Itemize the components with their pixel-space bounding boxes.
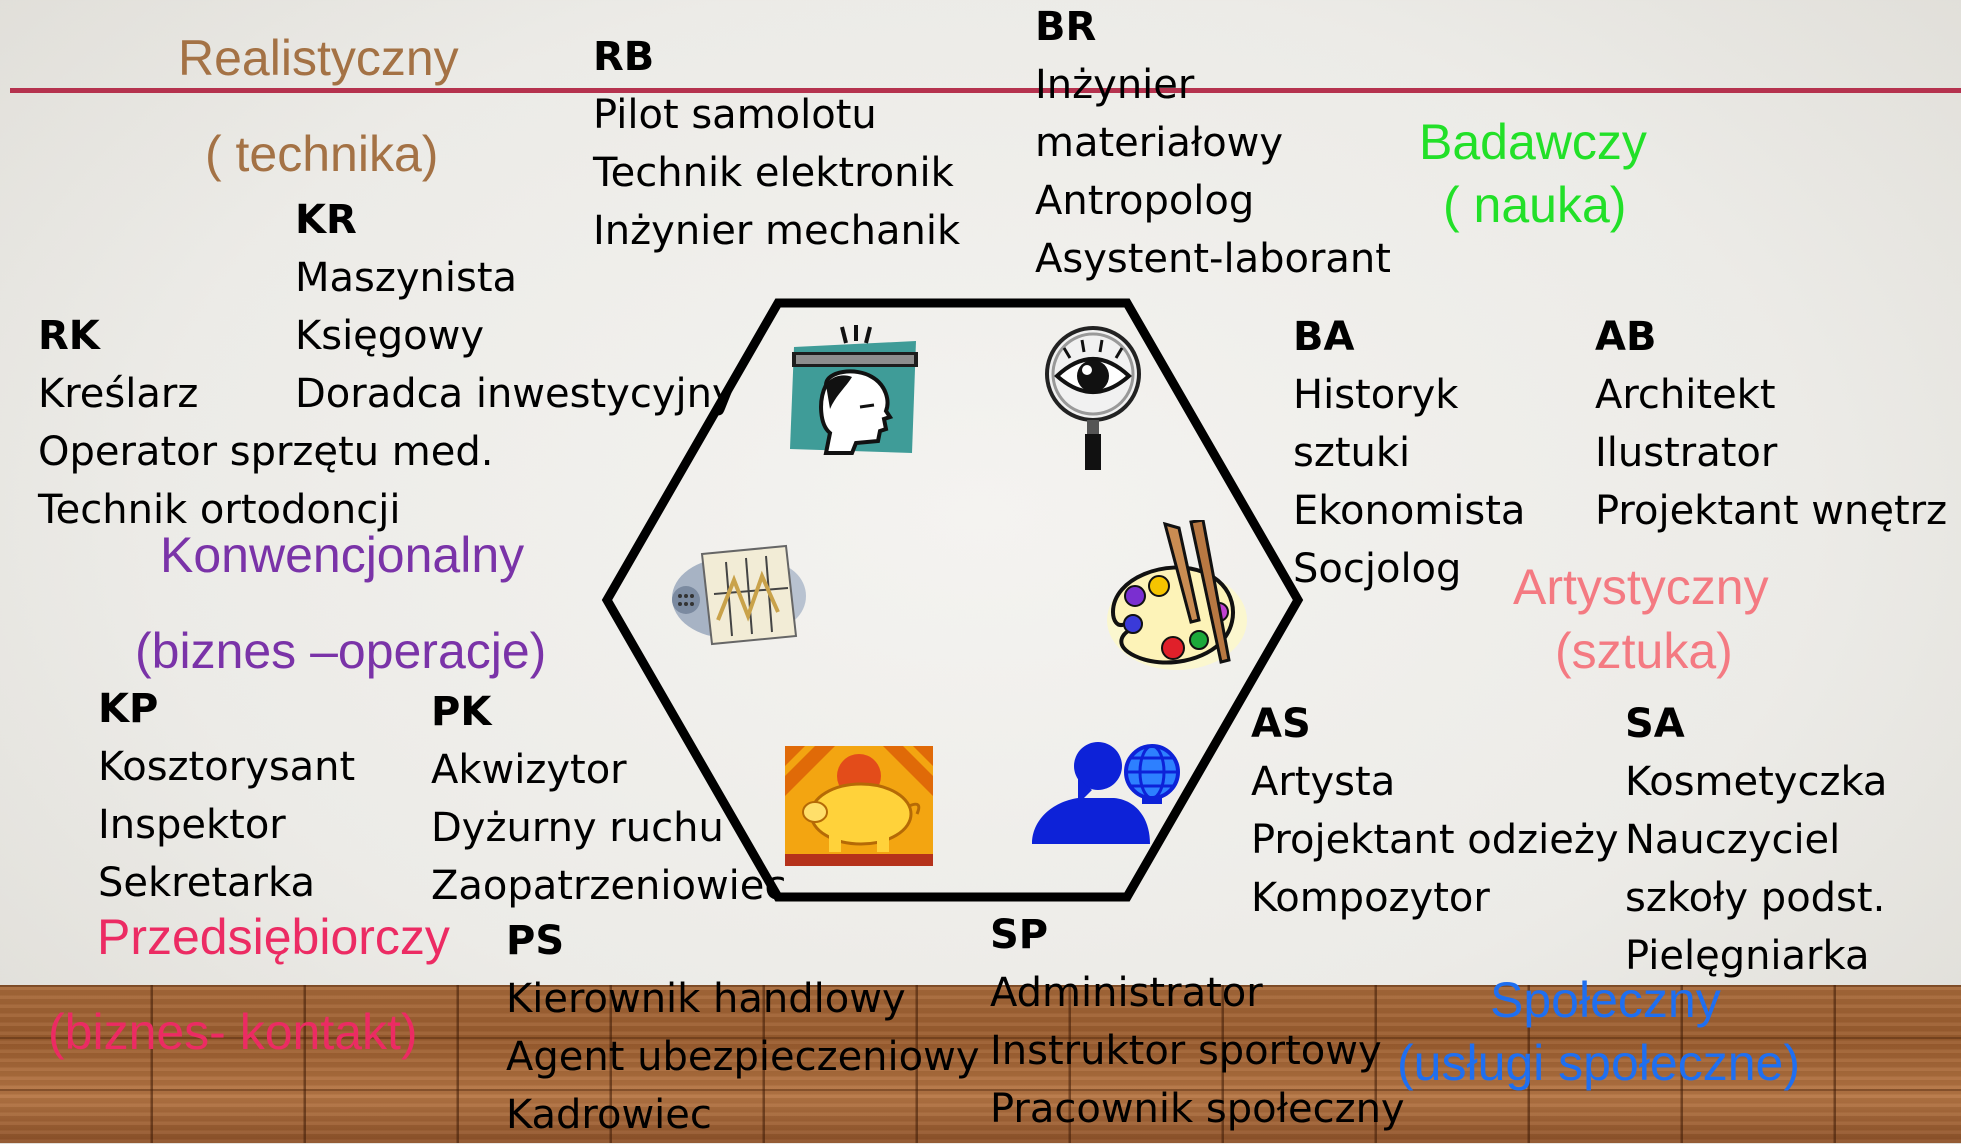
group-code: BA: [1293, 314, 1355, 360]
occupation-item: Administrator: [990, 970, 1263, 1016]
occupation-item: Kosmetyczka: [1625, 759, 1888, 805]
group-code: PS: [506, 918, 565, 964]
title-divider-line: [10, 88, 1961, 93]
occupation-item: Sekretarka: [98, 860, 315, 906]
group-code: SP: [990, 912, 1049, 958]
group-rb: RB Pilot samolotu Technik elektronik Inż…: [593, 28, 960, 260]
type-realistic-subtitle: ( technika): [205, 126, 439, 182]
group-kr: KR Maszynista Księgowy Doradca inwestycy…: [295, 191, 736, 423]
type-artistic-subtitle: (sztuka): [1555, 623, 1733, 679]
piggy-bank-icon: [785, 746, 933, 866]
occupation-item: Zaopatrzeniowiec: [431, 863, 787, 909]
occupation-item: Kompozytor: [1251, 875, 1490, 921]
occupation-item: Antropolog: [1035, 178, 1255, 224]
type-investigative-subtitle: ( nauka): [1443, 177, 1627, 233]
group-ba: BA Historyk sztuki Ekonomista Socjolog: [1293, 308, 1525, 598]
occupation-item: Kosztorysant: [98, 744, 356, 790]
occupation-item: Nauczyciel: [1625, 817, 1841, 863]
group-code: PK: [431, 689, 492, 735]
group-ab: AB Architekt Ilustrator Projektant wnętr…: [1595, 308, 1947, 540]
occupation-item: Asystent-laborant: [1035, 236, 1391, 282]
occupation-item: Historyk: [1293, 372, 1459, 418]
occupation-item: szkoły podst.: [1625, 875, 1886, 921]
group-code: KR: [295, 197, 357, 243]
occupation-item: Akwizytor: [431, 747, 627, 793]
occupation-item: Księgowy: [295, 313, 485, 359]
occupation-item: Socjolog: [1293, 546, 1462, 592]
occupation-item: Pracownik społeczny: [990, 1086, 1405, 1132]
occupation-item: Technik elektronik: [593, 150, 954, 196]
group-code: KP: [98, 686, 159, 732]
occupation-item: Pielęgniarka: [1625, 933, 1870, 979]
wooden-floor: [0, 985, 1961, 1143]
occupation-item: Technik ortodoncji: [38, 487, 401, 533]
occupation-item: Agent ubezpieczeniowy: [506, 1034, 980, 1080]
type-enterprising-subtitle: (biznes- kontakt): [48, 1004, 418, 1060]
occupation-item: Artysta: [1251, 759, 1396, 805]
occupation-item: Inspektor: [98, 802, 286, 848]
type-conventional-title: Konwencjonalny: [160, 527, 525, 583]
type-realistic-title: Realistyczny: [178, 30, 459, 86]
type-conventional-subtitle: (biznes –operacje): [135, 623, 547, 679]
group-as: AS Artysta Projektant odzieży Kompozytor: [1251, 695, 1619, 927]
occupation-item: Dyżurny ruchu: [431, 805, 724, 851]
occupation-item: Kadrowiec: [506, 1092, 712, 1138]
group-code: SA: [1625, 701, 1685, 747]
group-code: AB: [1595, 314, 1657, 360]
type-enterprising-title: Przedsiębiorczy: [97, 909, 450, 965]
occupation-item: Pilot samolotu: [593, 92, 877, 138]
magnifier-eye-icon: [1045, 326, 1141, 470]
group-pk: PK Akwizytor Dyżurny ruchu Zaopatrzeniow…: [431, 683, 786, 915]
occupation-item: Inżynier: [1035, 62, 1195, 108]
occupation-item: Maszynista: [295, 255, 518, 301]
occupation-item: Instruktor sportowy: [990, 1028, 1382, 1074]
occupation-item: Architekt: [1595, 372, 1776, 418]
group-ps: PS Kierownik handlowy Agent ubezpieczeni…: [506, 912, 980, 1144]
type-investigative-title: Badawczy: [1419, 114, 1647, 170]
group-sa: SA Kosmetyczka Nauczyciel szkoły podst. …: [1625, 695, 1887, 985]
occupation-item: Operator sprzętu med.: [38, 429, 494, 475]
occupation-item: Kreślarz: [38, 371, 199, 417]
type-social-subtitle: (usługi społeczne): [1397, 1035, 1800, 1091]
group-kp: KP Kosztorysant Inspektor Sekretarka: [98, 680, 355, 912]
occupation-item: Ekonomista: [1293, 488, 1526, 534]
thinking-man-icon: [790, 325, 918, 455]
occupation-item: Projektant odzieży: [1251, 817, 1619, 863]
group-code: AS: [1251, 701, 1311, 747]
group-code: RK: [38, 313, 100, 359]
type-artistic-title: Artystyczny: [1513, 559, 1769, 615]
occupation-item: Inżynier mechanik: [593, 208, 961, 254]
occupation-item: Kierownik handlowy: [506, 976, 906, 1022]
group-code: RB: [593, 34, 655, 80]
group-sp: SP Administrator Instruktor sportowy Pra…: [990, 906, 1405, 1138]
occupation-item: Ilustrator: [1595, 430, 1778, 476]
occupation-item: materiałowy: [1035, 120, 1284, 166]
blueprint-icon: [672, 544, 806, 646]
group-br: BR Inżynier materiałowy Antropolog Asyst…: [1035, 0, 1391, 288]
occupation-item: Doradca inwestycyjny: [295, 371, 736, 417]
occupation-item: sztuki: [1293, 430, 1411, 476]
person-globe-icon: [1032, 742, 1180, 844]
group-rk: RK Kreślarz Operator sprzętu med. Techni…: [38, 307, 493, 539]
type-social-title: Społeczny: [1490, 972, 1721, 1028]
paint-palette-icon: [1107, 520, 1247, 670]
group-code: BR: [1035, 4, 1097, 50]
occupation-item: Projektant wnętrz: [1595, 488, 1948, 534]
